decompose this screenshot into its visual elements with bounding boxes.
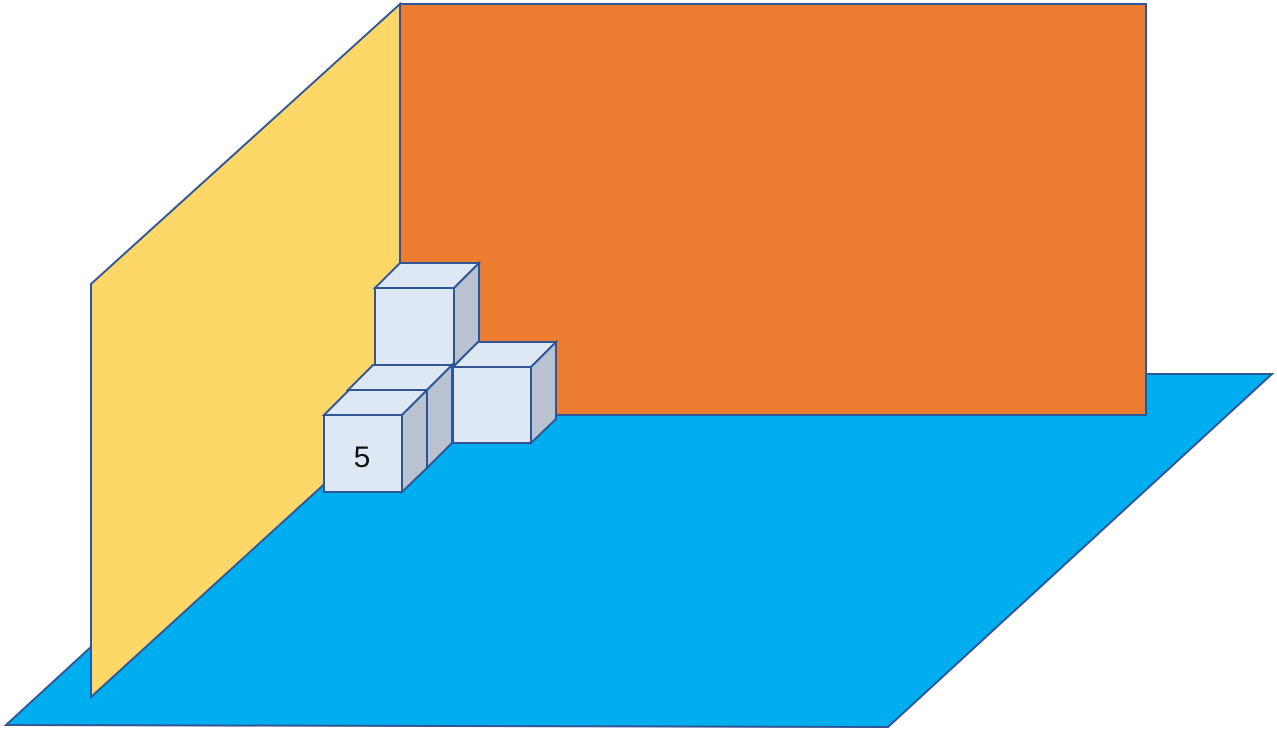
- cube-top: [372, 260, 482, 369]
- cube-right: [450, 339, 559, 446]
- cube-front-numbered: 5: [321, 387, 430, 495]
- cube-number-label: 5: [354, 441, 371, 474]
